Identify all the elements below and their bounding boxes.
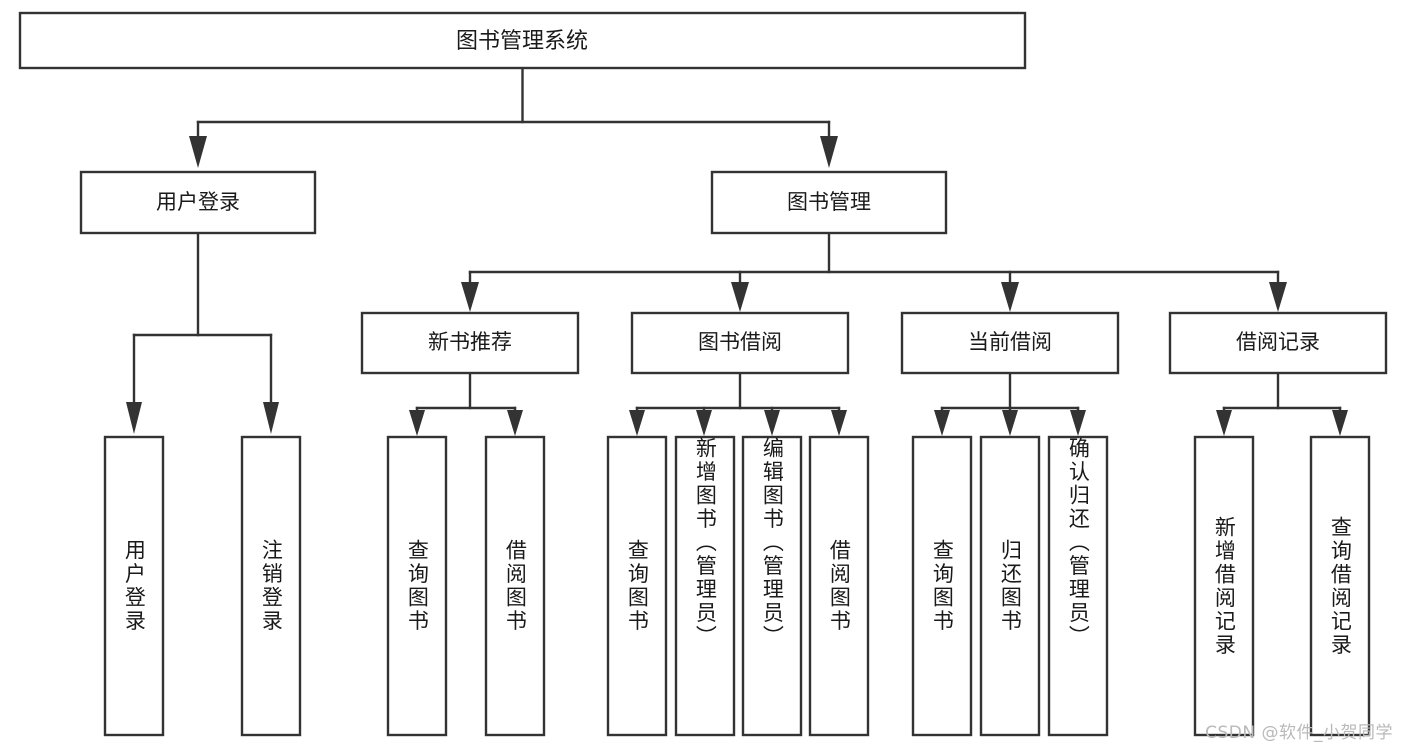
arrowhead-leaf-query-record xyxy=(1332,410,1348,436)
leaf-box-add-record[interactable] xyxy=(1193,435,1255,737)
arrowhead-leaf-add-record xyxy=(1216,410,1232,436)
node-borrow-record[interactable]: 借阅记录 xyxy=(1168,311,1388,375)
node-root[interactable]: 图书管理系统 xyxy=(18,11,1027,70)
arrowhead-new-book-recommend xyxy=(461,282,479,312)
arrowhead-leaf-borrow-book-2 xyxy=(831,410,847,436)
arrowhead-leaf-logout-login xyxy=(263,402,279,434)
leaf-box-query-record[interactable] xyxy=(1309,435,1371,737)
arrowhead-leaf-query-book-1 xyxy=(409,410,425,436)
connector-group-root xyxy=(189,66,838,168)
node-book-borrow[interactable]: 图书借阅 xyxy=(630,311,850,375)
node-borrow-record-label: 借阅记录 xyxy=(1236,330,1320,354)
leaf-box-return-book[interactable] xyxy=(979,435,1041,737)
arrowhead-leaf-query-book-2 xyxy=(629,410,645,436)
arrowhead-leaf-query-book-3 xyxy=(934,410,950,436)
arrowhead-leaf-edit-book xyxy=(764,410,780,436)
csdn-watermark: CSDN @软件_小贺同学 xyxy=(1205,723,1393,743)
arrowhead-leaf-add-book xyxy=(696,410,712,436)
connector-group-current-borrow xyxy=(934,371,1086,436)
node-book-borrow-box[interactable] xyxy=(630,311,850,375)
leaf-box-confirm-return[interactable] xyxy=(1047,435,1109,737)
arrowhead-leaf-confirm-return xyxy=(1070,410,1086,436)
connector-group-borrow-record xyxy=(1216,371,1348,436)
leaf-box-query-book-1[interactable] xyxy=(386,435,448,737)
leaf-box-user-login[interactable] xyxy=(103,435,165,737)
leaf-box-logout-login[interactable] xyxy=(240,435,302,737)
arrowhead-leaf-user-login xyxy=(126,402,142,434)
node-book-manage-label: 图书管理 xyxy=(787,190,871,214)
node-new-book-recommend-label: 新书推荐 xyxy=(428,330,512,354)
arrowhead-borrow-record xyxy=(1269,282,1287,312)
arrowhead-leaf-return-book xyxy=(1002,410,1018,436)
leaf-box-query-book-3[interactable] xyxy=(911,435,973,737)
arrowhead-book-borrow xyxy=(731,282,749,312)
node-current-borrow-label: 当前借阅 xyxy=(968,330,1052,354)
node-root-box[interactable] xyxy=(18,11,1027,70)
leaf-box-borrow-book-1[interactable] xyxy=(484,435,546,737)
leaf-box-query-book-2[interactable] xyxy=(606,435,668,737)
connector-group-new-book-recommend xyxy=(409,371,523,436)
node-book-manage-box[interactable] xyxy=(710,170,948,235)
node-new-book-recommend-box[interactable] xyxy=(360,311,580,375)
connector-group-book-borrow xyxy=(629,371,847,436)
node-root-label: 图书管理系统 xyxy=(456,29,588,54)
node-book-manage[interactable]: 图书管理 xyxy=(710,170,948,235)
node-user-login[interactable]: 用户登录 xyxy=(79,170,317,235)
arrowhead-current-borrow xyxy=(1001,282,1019,312)
node-new-book-recommend[interactable]: 新书推荐 xyxy=(360,311,580,375)
node-current-borrow-box[interactable] xyxy=(900,311,1120,375)
leaf-box-borrow-book-2[interactable] xyxy=(808,435,870,737)
node-user-login-box[interactable] xyxy=(79,170,317,235)
node-current-borrow[interactable]: 当前借阅 xyxy=(900,311,1120,375)
node-user-login-label: 用户登录 xyxy=(156,190,240,214)
node-borrow-record-box[interactable] xyxy=(1168,311,1388,375)
arrowhead-user-login xyxy=(189,136,207,168)
node-book-borrow-label: 图书借阅 xyxy=(698,330,782,354)
leaf-box-edit-book[interactable] xyxy=(741,435,803,737)
connector-group-user-login xyxy=(126,231,279,434)
leaf-box-add-book[interactable] xyxy=(674,435,736,737)
arrowhead-book-manage xyxy=(820,136,838,168)
leaf-boxes-group xyxy=(103,435,1371,737)
connector-group-book-manage xyxy=(461,231,1287,312)
arrowhead-leaf-borrow-book-1 xyxy=(507,410,523,436)
